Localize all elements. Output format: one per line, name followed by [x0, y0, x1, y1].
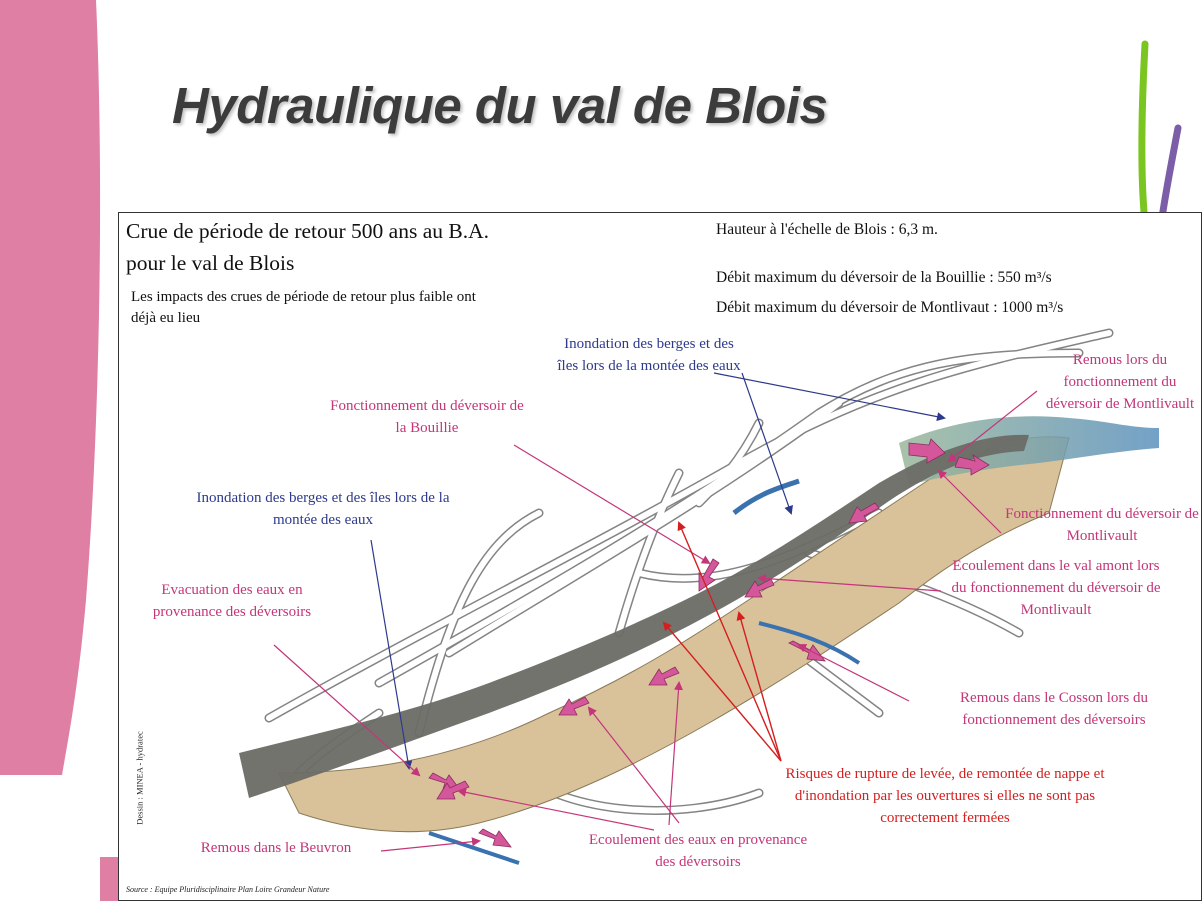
label-risques: Risques de rupture de levée, de remontée…: [785, 766, 1105, 826]
val-de-blois-map: [239, 328, 1159, 865]
map-heading-line2: pour le val de Blois: [126, 251, 295, 275]
map-credit: Dessin : MINEA - hydratec: [134, 731, 145, 825]
decorative-lines: [1138, 40, 1182, 220]
info-debit-montlivault: Débit maximum du déversoir de Montlivaut…: [716, 299, 1064, 316]
label-fonct-bouillie: Fonctionnement du déversoir de la Bouill…: [330, 398, 524, 436]
label-fonct-montlivault: Fonctionnement du déversoir de Montlivau…: [1005, 506, 1199, 544]
pink-side-bar: [0, 0, 118, 901]
label-inondation-left: Inondation des berges et des îles lors d…: [196, 490, 450, 528]
label-inondation-top: Inondation des berges et des îles lors d…: [557, 336, 741, 374]
map-source: Source : Equipe Pluridisciplinaire Plan …: [126, 885, 330, 894]
label-remous-beuvron: Remous dans le Beuvron: [200, 840, 352, 856]
red-leader-lines: [662, 521, 782, 762]
label-remous-cosson: Remous dans le Cosson lors du fonctionne…: [960, 690, 1148, 728]
info-debit-bouillie: Débit maximum du déversoir de la Bouilli…: [716, 269, 1052, 286]
blue-leader-lines: [370, 372, 946, 770]
label-ecoulement-deversoirs: Ecoulement des eaux en provenance des dé…: [588, 832, 808, 870]
info-hauteur: Hauteur à l'échelle de Blois : 6,3 m.: [716, 221, 938, 238]
map-frame: Crue de période de retour 500 ans au B.A…: [118, 212, 1202, 901]
loire-river: [239, 434, 1029, 798]
map-heading-line1: Crue de période de retour 500 ans au B.A…: [126, 219, 490, 243]
label-evacuation: Evacuation des eaux en provenance des dé…: [152, 582, 312, 620]
map-note: Les impacts des crues de période de reto…: [131, 289, 476, 326]
slide-title: Hydraulique du val de Blois: [172, 77, 828, 134]
beuvron-river: [428, 831, 520, 865]
flood-zone: [278, 436, 1070, 833]
side-channel: [732, 478, 800, 515]
cosson-river: [758, 621, 861, 665]
pink-leader-lines: [273, 390, 1038, 852]
label-remous-montlivault: Remous lors du fonctionnement du déverso…: [1045, 352, 1195, 412]
label-ecoulement-val: Ecoulement dans le val amont lors du fon…: [951, 558, 1161, 618]
